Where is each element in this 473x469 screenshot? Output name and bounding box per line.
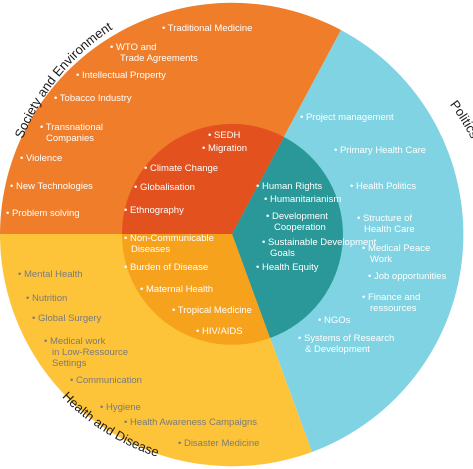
topic-label-health-equity: • Health Equity	[256, 262, 319, 273]
topic-label-health-awareness-campaigns: • Health Awareness Campaigns	[124, 417, 257, 428]
topic-label-systems-of-research-development: • Systems of Research& Development	[298, 333, 394, 355]
topic-label-communication: • Communication	[70, 375, 142, 386]
topic-label-new-technologies: • New Technologies	[10, 181, 93, 192]
topic-label-global-surgery: • Global Surgery	[32, 313, 102, 324]
topic-label-traditional-medicine: • Traditional Medicine	[162, 23, 252, 34]
topic-label-disaster-medicine: • Disaster Medicine	[178, 438, 259, 449]
topic-label-job-opportunities: • Job opportunities	[368, 271, 447, 282]
health-inner-sector	[121, 234, 270, 345]
topic-label-intellectual-property: • Intellectual Property	[76, 70, 166, 81]
topic-label-human-rights: • Human Rights	[256, 181, 322, 192]
topic-label-project-management: • Project management	[300, 112, 394, 123]
topic-label-ngos: • NGOs	[318, 315, 351, 326]
topic-label-tropical-medicine: • Tropical Medicine	[172, 305, 252, 316]
topic-label-maternal-health: • Maternal Health	[140, 284, 213, 295]
topic-label-problem-solving: • Problem solving	[6, 208, 80, 219]
topic-label-primary-health-care: • Primary Health Care	[334, 145, 426, 156]
topic-label-health-politics: • Health Politics	[350, 181, 416, 192]
topic-label-burden-of-disease: • Burden of Disease	[124, 262, 208, 273]
topic-label-sedh: • SEDH	[208, 130, 240, 141]
topic-label-violence: • Violence	[20, 153, 62, 164]
topic-label-humanitarianism: • Humanitarianism	[264, 194, 341, 205]
society-inner-sector	[121, 123, 285, 234]
politics-outer-sector	[232, 30, 464, 452]
topic-label-ethnography: • Ethnography	[124, 205, 184, 216]
topic-label-mental-health: • Mental Health	[18, 269, 83, 280]
topic-label-globalisation: • Globalisation	[134, 182, 195, 193]
politics-inner-sector	[232, 137, 343, 338]
topic-label-climate-change: • Climate Change	[144, 163, 218, 174]
topic-label-nutrition: • Nutrition	[26, 293, 67, 304]
topic-label-migration: • Migration	[202, 143, 247, 154]
topic-label-tobacco-industry: • Tobacco Industry	[54, 93, 132, 104]
topic-label-hiv-aids: • HIV/AIDS	[196, 326, 243, 337]
topic-label-hygiene: • Hygiene	[100, 402, 141, 413]
